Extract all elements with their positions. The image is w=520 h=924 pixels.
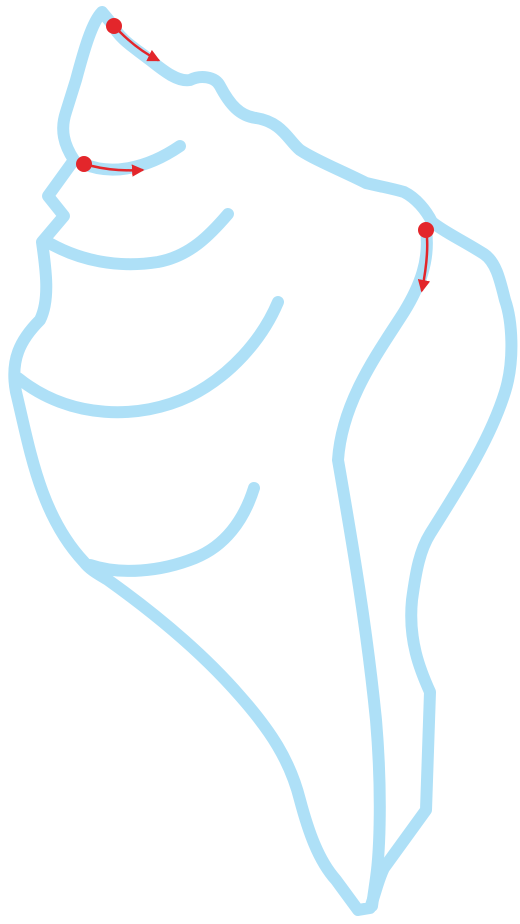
shell-whorl-2-stroke	[44, 214, 228, 264]
shell-whorl-1-stroke	[84, 146, 180, 170]
shell-whorl-3-stroke	[18, 302, 278, 412]
stroke-guides-group	[76, 18, 434, 290]
shell-whorl-4-stroke	[90, 488, 254, 571]
stroke-start-dot-left	[76, 156, 92, 172]
shell-outer-outline-stroke	[14, 12, 511, 910]
stroke-start-dot-right	[418, 222, 434, 238]
shell-strokes-group	[14, 12, 511, 910]
